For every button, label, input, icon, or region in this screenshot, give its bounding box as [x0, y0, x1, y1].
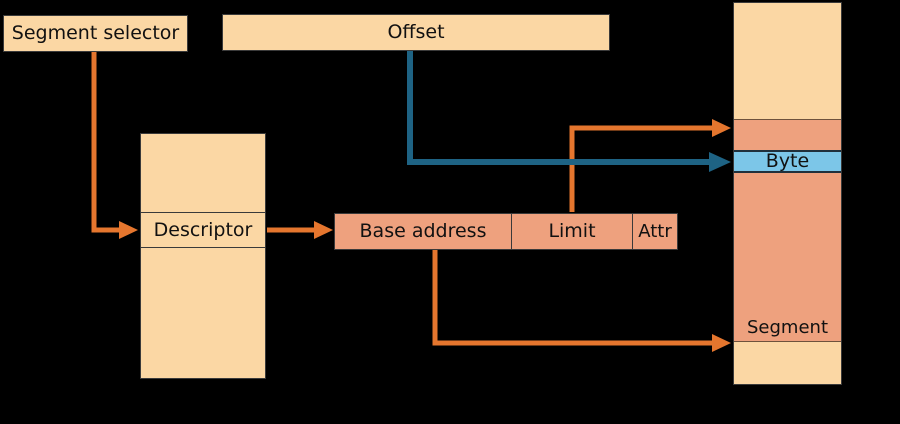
arrowhead-icon — [712, 119, 731, 137]
memory-column: Byte Segment — [733, 2, 842, 385]
descriptor-table-empty-bottom — [141, 248, 265, 378]
arrowhead-icon — [712, 334, 731, 352]
limit-field: Limit — [511, 214, 633, 249]
descriptor-entry: Descriptor — [141, 212, 265, 248]
memory-region-top — [734, 3, 841, 119]
descriptor-register: Base address Limit Attr — [334, 213, 678, 250]
arrow-line — [432, 250, 714, 346]
arrow-line — [91, 52, 121, 233]
offset-box: Offset — [222, 14, 610, 51]
arrow-selector-to-descriptor — [91, 52, 138, 239]
arrowhead-icon — [709, 152, 731, 172]
segment-selector-box: Segment selector — [3, 15, 188, 52]
arrow-base-address-to-segment — [432, 250, 731, 352]
segment-region: Segment — [734, 173, 841, 342]
descriptor-table: Descriptor — [140, 133, 266, 379]
attr-field: Attr — [638, 220, 672, 242]
arrowhead-icon — [314, 221, 333, 239]
arrow-line — [569, 125, 714, 212]
arrow-line — [407, 51, 711, 165]
arrowhead-icon — [119, 221, 138, 239]
descriptor-table-empty-top — [141, 134, 265, 212]
byte-cell: Byte — [734, 150, 841, 173]
arrow-offset-to-byte — [407, 51, 731, 172]
memory-region-bottom — [734, 342, 841, 384]
arrow-limit-to-memory — [569, 119, 731, 212]
memory-region-limit-band — [734, 119, 841, 150]
arrow-descriptor-to-base-address — [267, 221, 333, 239]
base-address-field: Base address — [359, 220, 487, 242]
